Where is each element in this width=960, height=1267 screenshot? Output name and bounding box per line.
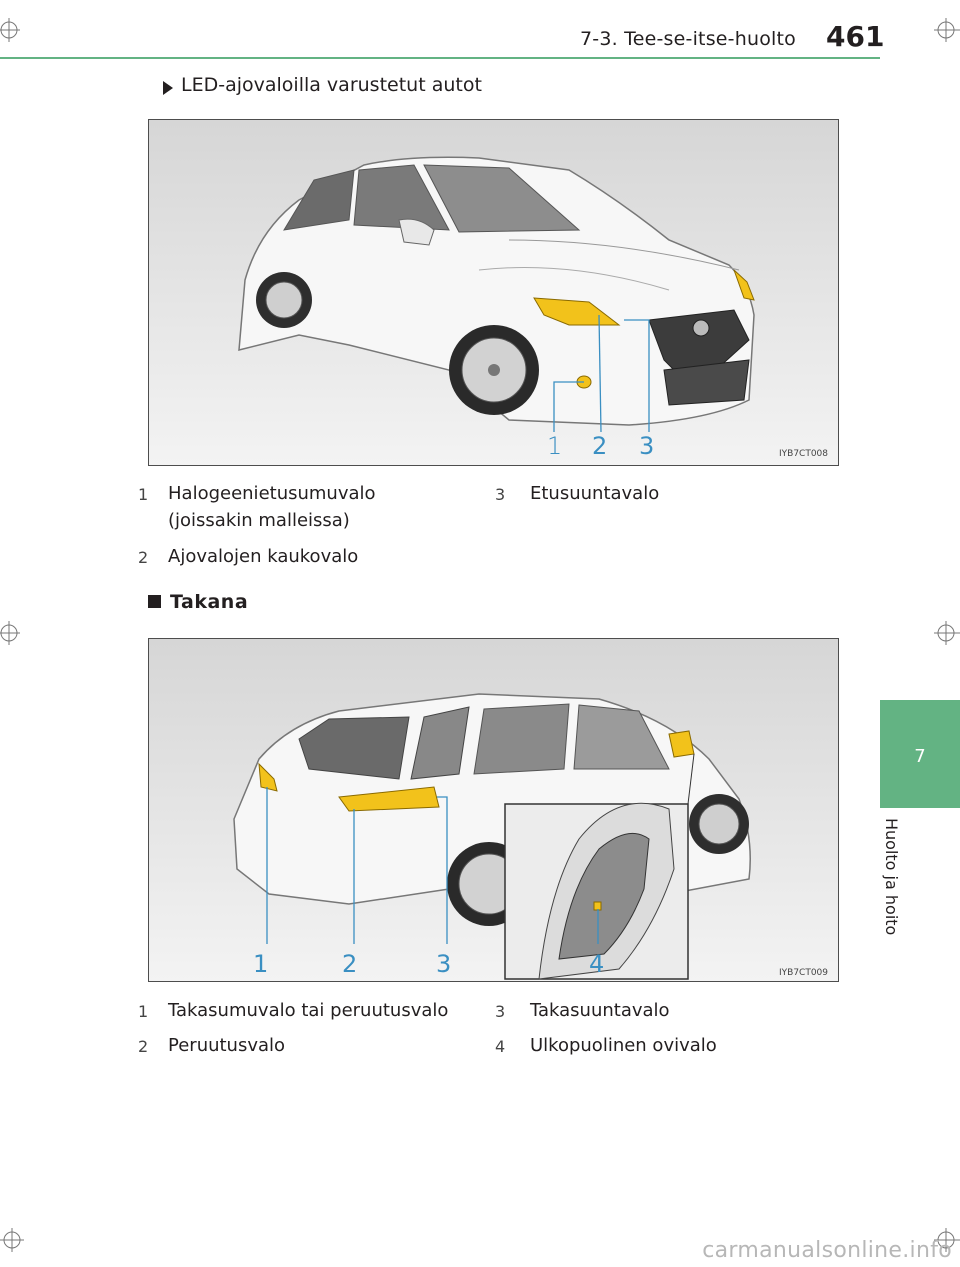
legend-num-2: 2 <box>138 548 149 567</box>
section-heading-rear: Takana <box>170 591 249 613</box>
legend-text-1b: (joissakin malleissa) <box>168 510 350 531</box>
legend-num-4: 4 <box>495 1037 506 1056</box>
legend-num-3: 3 <box>495 485 506 504</box>
legend-text-2: Peruutusvalo <box>168 1035 286 1056</box>
subheading: LED-ajovaloilla varustetut autot <box>181 74 482 96</box>
square-bullet-icon <box>148 595 161 608</box>
legend-num-2: 2 <box>138 1037 149 1056</box>
callout-2: 2 <box>342 950 357 978</box>
callout-2: 2 <box>592 432 607 460</box>
watermark: carmanualsonline.info <box>702 1238 952 1263</box>
chapter-title: Huolto ja hoito <box>882 818 901 936</box>
legend-num-3: 3 <box>495 1002 506 1021</box>
legend-num-1: 1 <box>138 485 149 504</box>
callout-1: 1 <box>253 950 268 978</box>
chapter-tab: 7 <box>880 700 960 808</box>
figure-code: IYB7CT009 <box>779 968 828 978</box>
legend-text-3: Etusuuntavalo <box>530 483 660 504</box>
header-rule <box>0 57 880 59</box>
figure-code: IYB7CT008 <box>779 449 828 459</box>
legend-text-2: Ajovalojen kaukovalo <box>168 546 359 567</box>
chapter-title-vertical: Huolto ja hoito <box>882 818 912 948</box>
page-number: 461 <box>826 20 885 53</box>
figure-front-lights: 1 2 3 IYB7CT008 <box>148 119 839 466</box>
legend-text-4: Ulkopuolinen ovivalo <box>530 1035 717 1056</box>
car-rear-illustration: 1 2 3 4 IYB7CT009 <box>149 639 838 981</box>
chapter-number: 7 <box>914 746 926 767</box>
callout-4: 4 <box>589 950 604 978</box>
car-front-illustration: 1 2 3 IYB7CT008 <box>149 120 838 465</box>
legend-num-1: 1 <box>138 1002 149 1021</box>
header-section-title: 7-3. Tee-se-itse-huolto <box>580 28 797 50</box>
legend-text-3: Takasuuntavalo <box>530 1000 670 1021</box>
triangle-bullet-icon <box>163 81 173 95</box>
legend-text-1: Halogeenietusumuvalo <box>168 483 376 504</box>
callout-3: 3 <box>436 950 451 978</box>
figure-rear-lights: 1 2 3 4 IYB7CT009 <box>148 638 839 982</box>
callout-1: 1 <box>547 432 562 460</box>
callout-3: 3 <box>639 432 654 460</box>
legend-text-1: Takasumuvalo tai peruutusvalo <box>168 1000 449 1021</box>
